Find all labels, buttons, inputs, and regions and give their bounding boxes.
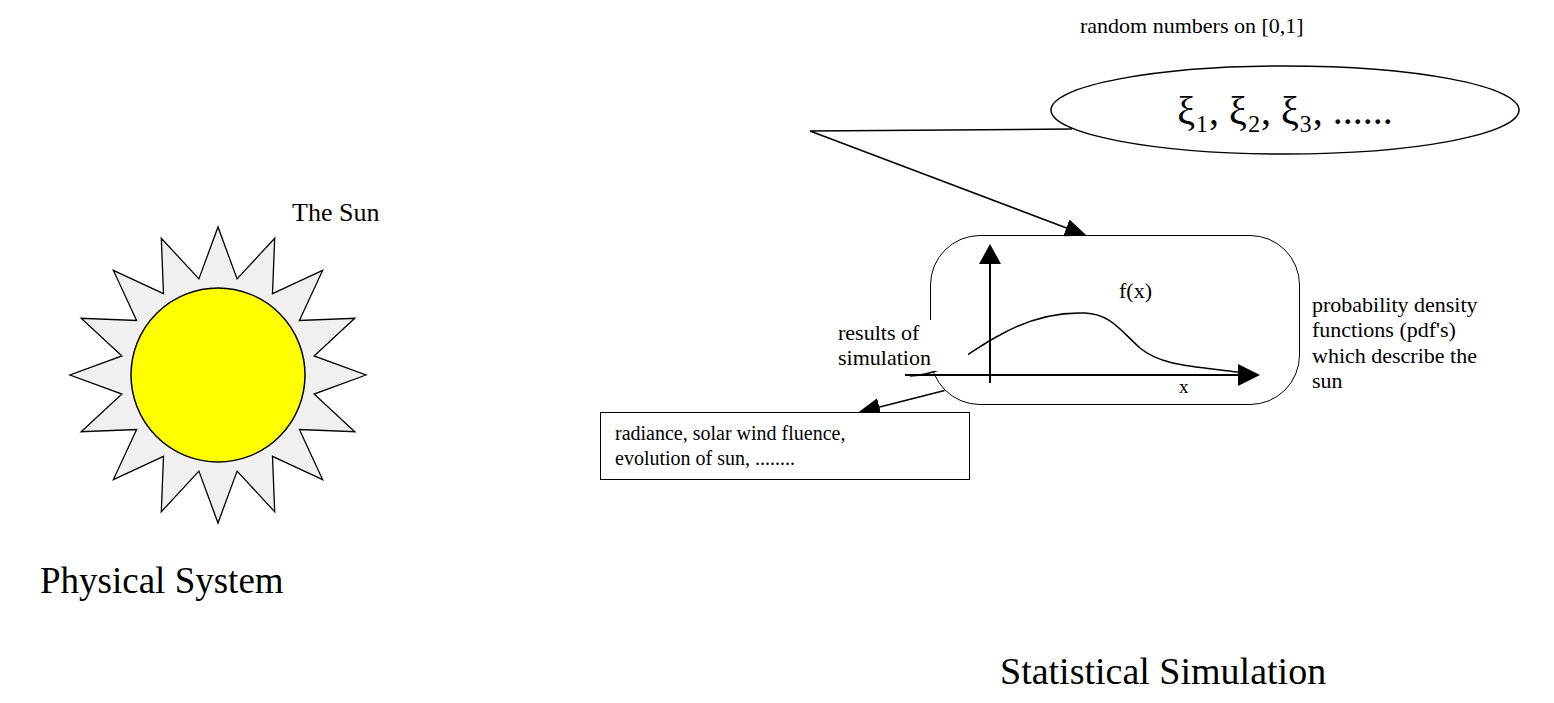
results-label: results of simulation: [838, 320, 968, 371]
results-text: radiance, solar wind fluence, evolution …: [615, 421, 899, 471]
random-input-arrow: [810, 129, 1085, 235]
results-box: radiance, solar wind fluence, evolution …: [600, 412, 970, 480]
pdf-description: probability density functions (pdf's) wh…: [1312, 292, 1502, 393]
statistical-simulation-caption: Statistical Simulation: [1000, 650, 1326, 694]
sun-disc: [131, 288, 305, 462]
random-numbers-heading: random numbers on [0,1]: [1080, 13, 1304, 39]
random-numbers-sequence: ξ₁, ξ₂, ξ₃, ......: [1177, 87, 1392, 134]
random-numbers-ellipse: random numbers on [0,1]ξ₁, ξ₂, ξ₃, .....…: [1050, 65, 1520, 155]
function-label: f(x): [1119, 278, 1152, 304]
ellipse-shape: [1051, 66, 1519, 154]
sun-title: The Sun: [292, 198, 379, 228]
sun-corona: [70, 227, 366, 523]
pdf-box: f(x) x: [930, 235, 1300, 405]
axis-label: x: [1179, 376, 1189, 398]
plot-y-arrowhead: [979, 244, 1001, 264]
plot-x-axis: [905, 374, 1240, 376]
results-arrow: [860, 390, 945, 412]
plot-y-axis: [989, 262, 991, 383]
plot-x-arrowhead: [1238, 364, 1260, 386]
physical-system-caption: Physical System: [40, 560, 284, 603]
